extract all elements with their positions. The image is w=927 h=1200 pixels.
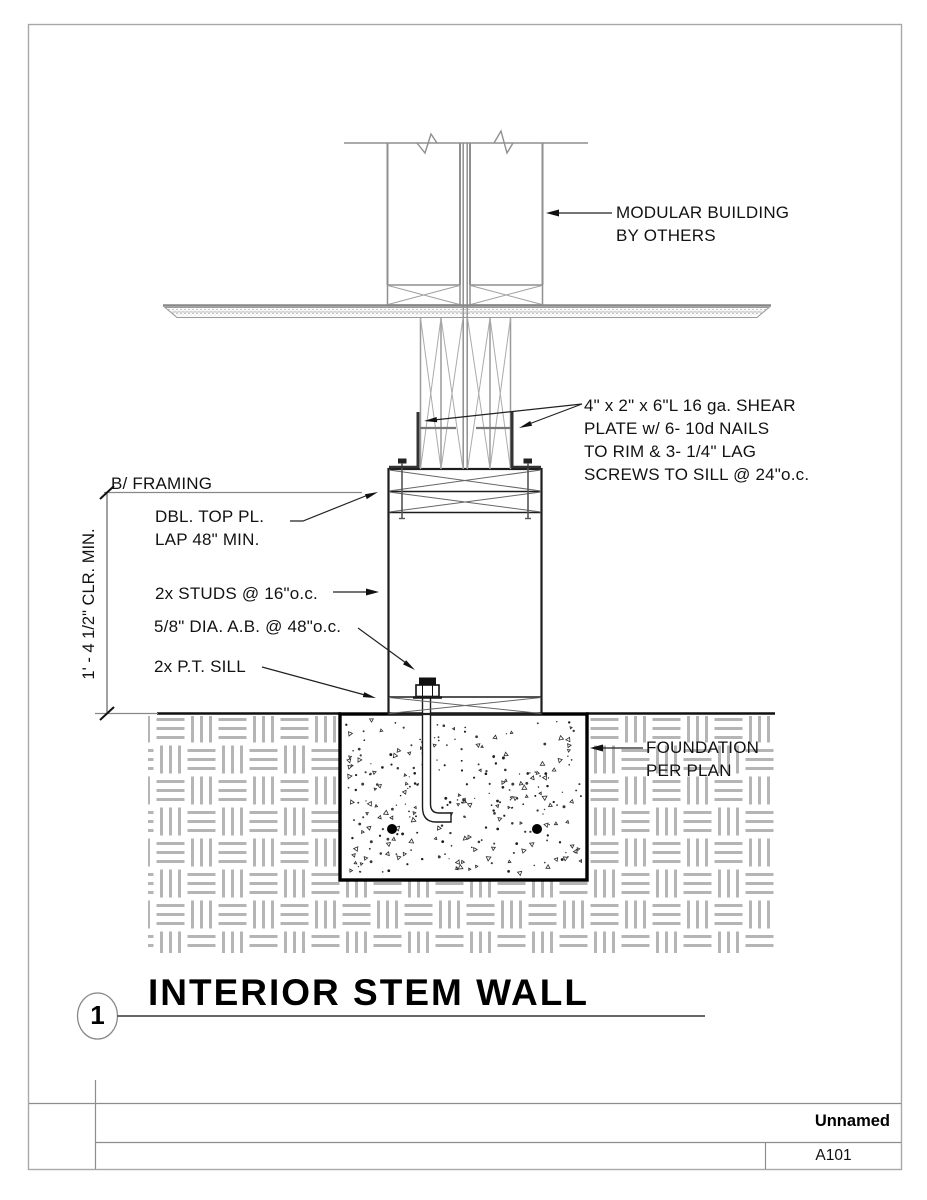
note-studs: 2x STUDS @ 16"o.c. [155,584,318,603]
rim-joist-left [386,284,461,306]
note-dbl-top-plate: DBL. TOP PL. LAP 48" MIN. [155,507,265,549]
view-title-label: INTERIOR STEM WALL [148,972,589,1013]
cripple-studs [419,317,512,470]
view-title-graphics [76,992,705,1040]
note-foundation: FOUNDATION PER PLAN [646,738,760,780]
modular-wall-right [469,143,544,285]
pt-sill [388,696,542,714]
rebar-dot [532,824,542,834]
arrowhead [362,692,376,698]
arrowhead [590,744,603,752]
modular-wall-left [386,143,461,285]
arrowhead [546,209,559,217]
floor-deck [163,304,771,318]
sheet-number: A101 [815,1147,852,1164]
bolt-end [419,677,436,685]
shear-plate-left [389,412,456,469]
arrowhead [366,588,379,596]
foundation [338,712,589,882]
arrowhead [424,417,438,423]
leaders [261,209,643,752]
break-line [416,132,438,155]
note-modular-building: MODULAR BUILDING BY OTHERS [616,203,790,245]
arrowhead [403,660,415,670]
hex-nut [415,684,440,698]
double-top-plate [388,469,542,514]
lag-screws [398,458,532,520]
rim-joist-right [469,284,544,306]
dimension-vertical [95,485,362,721]
note-anchor-bolt: 5/8" DIA. A.B. @ 48"o.c. [154,617,342,636]
dim-text-clearance: 1' - 4 1/2" CLR. MIN. [80,528,98,680]
detail-number: 1 [90,1000,105,1030]
x-bracing [420,317,511,470]
page-border [27,23,903,1171]
anchor-bolt [413,677,452,823]
stud-wall [387,467,543,716]
shear-plate-right [476,412,541,469]
break-line [493,129,514,155]
note-pt-sill: 2x P.T. SILL [154,657,246,676]
arrowhead [519,421,533,428]
note-b-framing: B/ FRAMING [111,474,213,493]
modular-building [344,129,588,469]
dim-tick [99,706,115,721]
title-block-lines [29,1080,901,1169]
dim-tick [99,485,115,500]
arrowhead [364,492,378,500]
sheet-name: Unnamed [814,1112,890,1130]
rebar-dot [387,824,397,834]
note-shear-plate: 4" x 2" x 6"L 16 ga. SHEAR PLATE w/ 6- 1… [584,396,810,484]
